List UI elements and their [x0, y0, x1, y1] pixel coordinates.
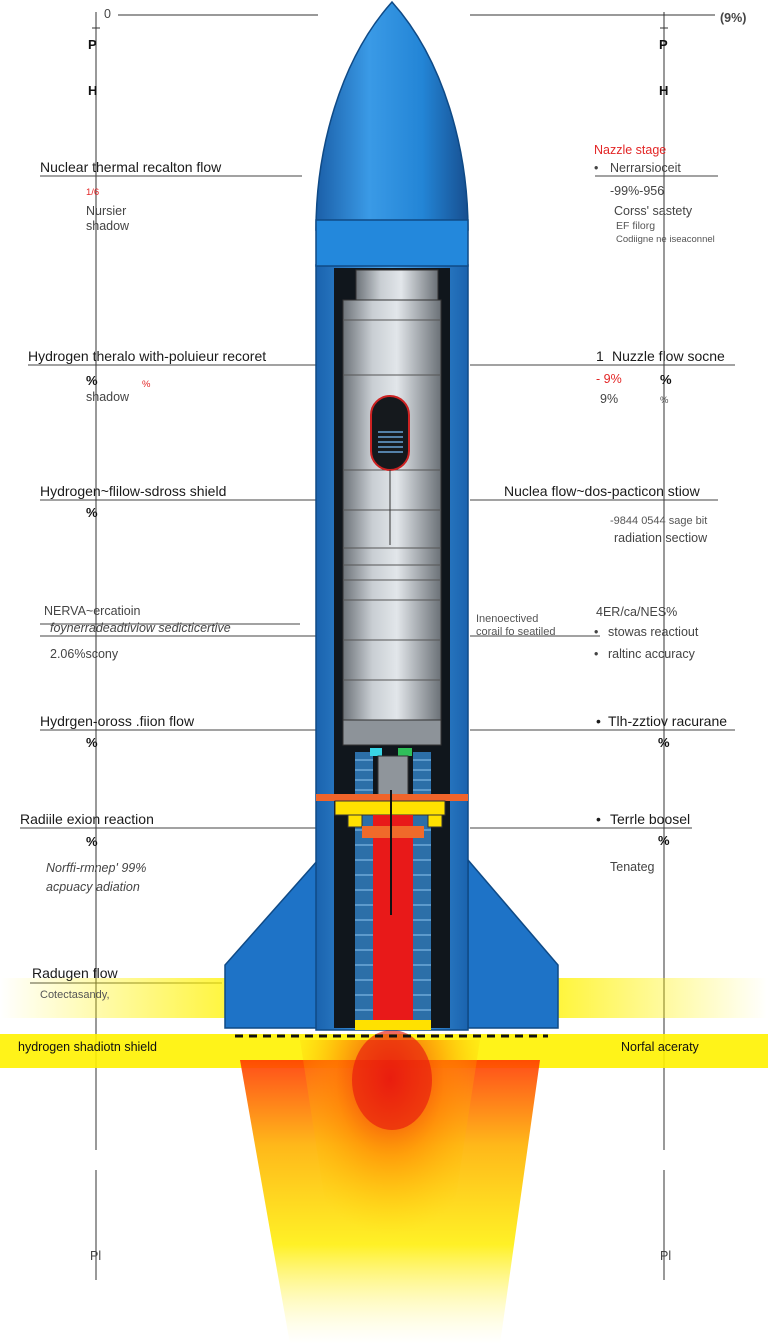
right-s5-mark: % — [658, 735, 670, 750]
collar-bracket-left — [347, 814, 363, 828]
bottom-right-mark: Pl — [660, 1249, 672, 1263]
frame-lines — [92, 12, 715, 1280]
right-s4-b2-dot: • — [594, 647, 599, 661]
left-s6-note2: acpuacy adiation — [46, 880, 140, 894]
right-s1-line1: Corss' sastety — [614, 204, 693, 218]
reactor-core-hot — [373, 815, 413, 1025]
left-s5-mark: % — [86, 735, 98, 750]
glow-right — [548, 978, 768, 1018]
right-s1-stage: Nazzle stage — [594, 143, 667, 157]
nose-cone — [315, 0, 469, 231]
tank-seams — [343, 319, 441, 681]
center-callout-2: corail fo seatiled — [476, 626, 556, 638]
right-s4-title: 4ER/ca/NES% — [596, 605, 678, 619]
right-s2-pct2b: % — [660, 395, 669, 406]
right-s3-range: -9844 0544 sage bit — [610, 515, 708, 527]
top-right-percent: (9%) — [720, 11, 747, 25]
left-s4-title: NERVA~ercatioin — [44, 604, 141, 618]
viewport-window — [370, 395, 410, 471]
right-s3-title: Nuclea flow~dos-pacticon stiow — [504, 483, 700, 499]
right-s2-num: 1 — [596, 348, 604, 364]
left-s2-small: % — [142, 379, 151, 390]
glow-left — [0, 978, 240, 1018]
left-s7-title: Radugen flow — [32, 965, 118, 981]
hydrogen-tank-top — [355, 269, 439, 301]
window-coils — [378, 431, 403, 453]
center-callout-1: Inenoectived — [476, 613, 539, 625]
bottom-left-mark: Pl — [90, 1249, 102, 1263]
coolant-pipe-cyan — [370, 748, 382, 756]
nose-ring — [315, 219, 469, 267]
left-s4-sub: foynerradeadtiviow sedicticertive — [50, 621, 231, 635]
left-s2-sub: shadow — [86, 390, 130, 404]
top-left-zero: 0 — [104, 7, 111, 21]
right-s5-title: Tlh-zztiov racurane — [608, 713, 728, 729]
left-s1-sub1: Nursier — [86, 204, 127, 218]
right-s2-pct2: 9% — [600, 392, 619, 406]
pump-housing — [377, 755, 409, 797]
left-s5-title: Hydrgen-oross .fiion flow — [40, 713, 195, 729]
left-s6-title: Radiile exion reaction — [20, 811, 154, 827]
left-s3-title: Hydrogen~flilow-sdross shield — [40, 483, 227, 499]
right-s1-bullet: Nerrarsioceit — [610, 161, 681, 175]
collar-bracket-right — [427, 814, 443, 828]
reactor-coil-left — [355, 752, 373, 1022]
left-s2-mark: % — [86, 373, 98, 388]
right-s4-b1: stowas reactiout — [608, 625, 699, 639]
right-s3-sub: radiation sectiow — [614, 531, 708, 545]
right-s2-pct-mark: % — [660, 372, 672, 387]
left-s7-sub: Cotectasandy, — [40, 989, 110, 1001]
right-s6-title: Terrle boosel — [610, 811, 691, 827]
right-s6-mark: % — [658, 833, 670, 848]
right-s4-b1-dot: • — [594, 625, 599, 639]
left-bottom-label: hydrogen shadiotn shield — [18, 1040, 157, 1054]
left-s3-mark: % — [86, 505, 98, 520]
right-mark-h: H — [659, 83, 669, 98]
hydrogen-tank — [342, 299, 442, 746]
left-s1-title: Nuclear thermal recalton flow — [40, 159, 222, 175]
fin-left — [224, 858, 319, 1029]
left-s2-title: Hydrogen theralo with-poluieur recoret — [28, 348, 267, 364]
left-mark-h: H — [88, 83, 98, 98]
left-s6-mark: % — [86, 834, 98, 849]
right-s5-dot: • — [596, 713, 601, 729]
tank-base — [342, 719, 442, 746]
left-s6-note1: Norffi-rmnep' 99% — [46, 861, 147, 875]
exhaust-plume — [240, 1030, 540, 1344]
right-mark-p: P — [659, 37, 668, 52]
right-s6-sub: Tenateg — [610, 860, 655, 874]
right-s2-pct-red: - 9% — [596, 372, 622, 386]
nozzle-throat — [355, 1020, 431, 1030]
coolant-pipe-green — [398, 748, 412, 756]
right-s6-dot: • — [596, 811, 601, 827]
left-s1-small: 1/6 — [86, 187, 100, 198]
right-s1-line3: Codiigne ne iseaconnel — [616, 234, 715, 245]
left-s1-sub2: shadow — [86, 219, 130, 233]
coil-rungs — [355, 759, 431, 1011]
right-s1-line2: EF filorg — [616, 220, 656, 232]
right-s2-title: Nuzzle flow socne — [612, 348, 725, 364]
reactor-coil-right — [413, 752, 431, 1022]
left-s4-pct: 2.06%scony — [50, 647, 119, 661]
left-mark-p: P — [88, 37, 97, 52]
right-s4-b2: raltinc accuracy — [608, 647, 695, 661]
reactor-core-hot-inner — [362, 826, 424, 838]
fin-right — [467, 857, 559, 1029]
right-s1-bullet-dot: • — [594, 161, 599, 175]
right-s1-range: -99%-956 — [610, 184, 665, 198]
right-bottom-label: Norfal aceraty — [621, 1040, 699, 1054]
